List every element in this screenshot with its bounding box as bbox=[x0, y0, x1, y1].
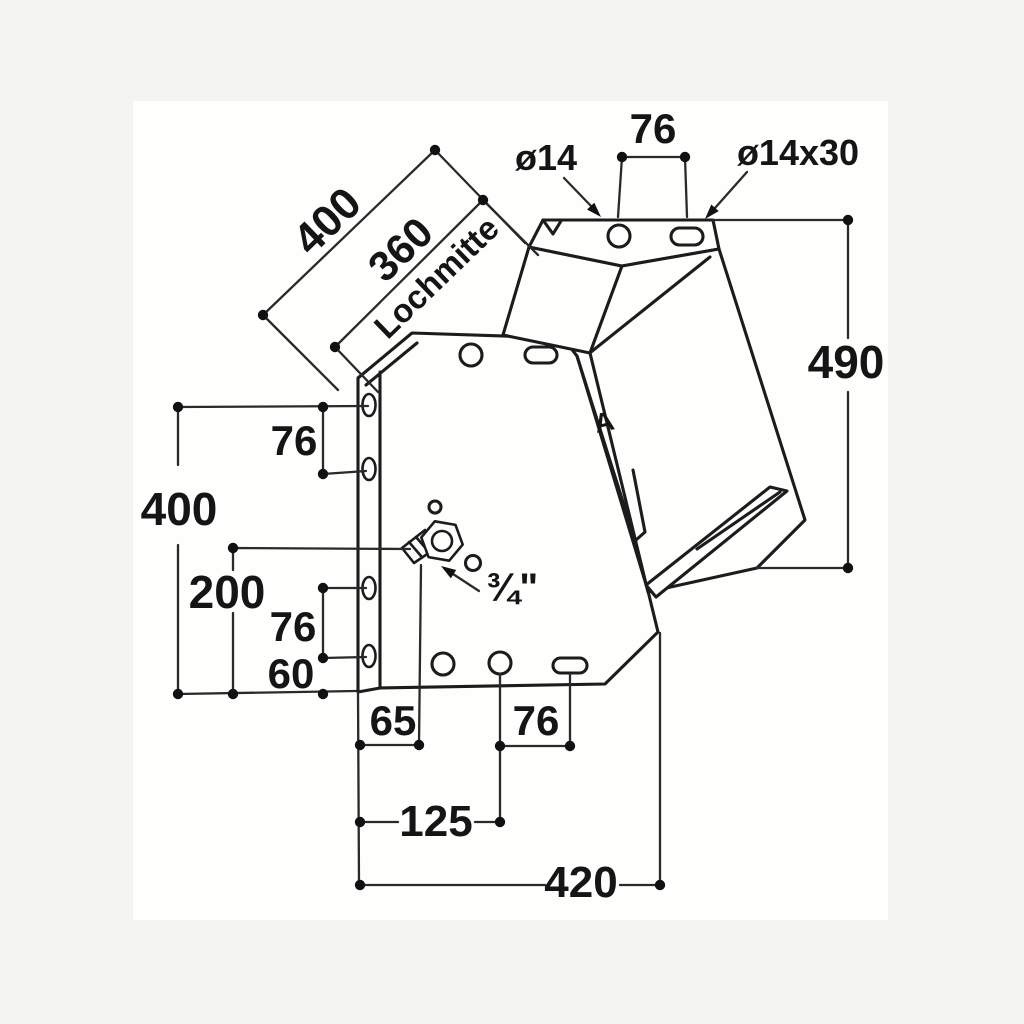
channel-line bbox=[575, 354, 637, 542]
dimension-labels: 400 360 Lochmitte ø14 76 ø14x30 490 76 4… bbox=[141, 105, 885, 907]
crease-line bbox=[589, 255, 712, 354]
deflector-blade bbox=[644, 485, 789, 599]
top-fold-notch bbox=[541, 218, 563, 236]
front-plate bbox=[356, 331, 660, 694]
flange-slots bbox=[361, 392, 377, 669]
dim-label-left-bottom: 60 bbox=[268, 650, 315, 697]
dim-label-thread-size: ¾" bbox=[486, 566, 538, 610]
plate-slot-bottom bbox=[551, 656, 589, 675]
dim-label-left-overall: 400 bbox=[141, 483, 218, 535]
dim-label-top-pitch: 76 bbox=[630, 105, 677, 152]
dim-line-diag-360 bbox=[333, 198, 540, 394]
leader-line-slot bbox=[713, 170, 749, 210]
ext-line-plate-left bbox=[356, 690, 361, 887]
leader-line-hole-dia bbox=[562, 176, 593, 208]
dim-line-490 bbox=[711, 218, 850, 570]
dim-label-hole-diameter: ø14 bbox=[515, 137, 577, 178]
dim-label-bottom-overall: 420 bbox=[544, 858, 617, 907]
flange-slot-2 bbox=[361, 456, 377, 482]
plate-hole-top bbox=[458, 342, 484, 368]
fitting-bore bbox=[430, 529, 454, 553]
dim-line-left-top bbox=[176, 404, 370, 409]
dim-label-left-pitch-lower: 76 bbox=[270, 603, 317, 650]
top-plate-slot-hole bbox=[669, 226, 705, 247]
top-plate-round-hole bbox=[606, 223, 632, 249]
dim-line-top-76 bbox=[616, 155, 689, 219]
plate-slot-top bbox=[523, 345, 559, 365]
plate-hole-bottom-2 bbox=[487, 650, 513, 676]
pilot-hole-upper bbox=[427, 499, 443, 515]
dim-label-bottom-center: 125 bbox=[399, 797, 472, 846]
leader-arrowheads bbox=[441, 202, 719, 579]
thread-fitting bbox=[400, 519, 465, 565]
dimension-dots bbox=[172, 144, 854, 891]
bevel-inner-line bbox=[364, 341, 419, 387]
dim-label-bottom-offset: 65 bbox=[370, 697, 417, 744]
dim-label-slot-size: ø14x30 bbox=[737, 132, 859, 173]
leader-line-thread bbox=[451, 572, 481, 593]
chute-step-lines bbox=[631, 468, 647, 542]
bracket-part bbox=[356, 218, 807, 694]
blade-inner-line bbox=[695, 490, 782, 551]
dim-line-left-76-upper bbox=[321, 405, 368, 476]
ext-line-fitting bbox=[417, 563, 423, 747]
dim-label-bottom-pitch: 76 bbox=[513, 697, 560, 744]
arrowhead-thread bbox=[441, 566, 457, 579]
plate-hole-bottom-1 bbox=[430, 651, 456, 677]
arrowhead-slot bbox=[705, 204, 719, 219]
dimension-lines bbox=[176, 148, 850, 887]
dim-label-left-pitch-upper: 76 bbox=[271, 417, 318, 464]
arrowhead-hole-dia bbox=[587, 202, 601, 217]
dim-line-left-76-lower bbox=[321, 586, 368, 660]
pilot-hole-right bbox=[463, 553, 483, 573]
dim-label-left-center: 200 bbox=[189, 566, 266, 618]
dim-label-height-right: 490 bbox=[808, 336, 885, 388]
